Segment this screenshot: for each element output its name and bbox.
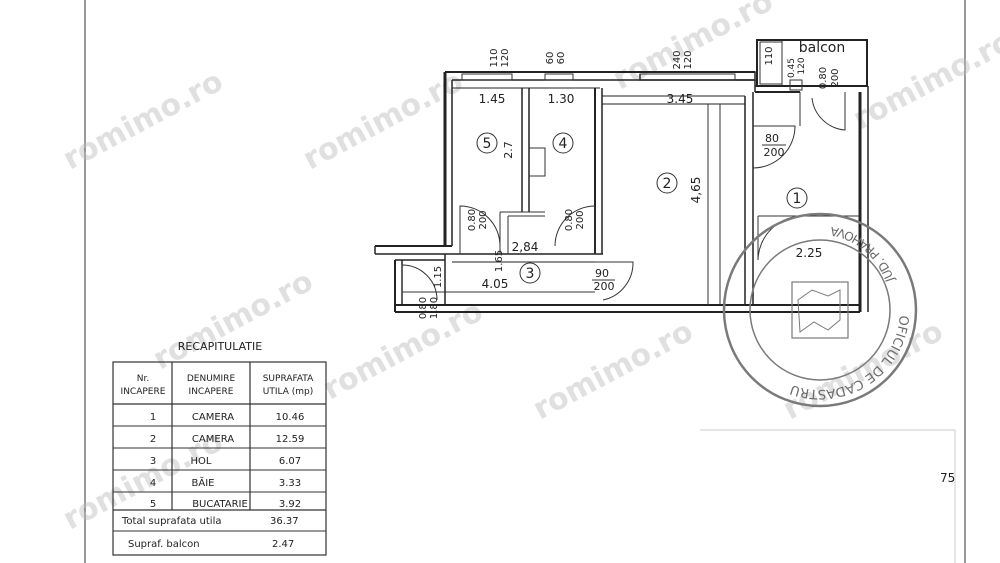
door-swing-room1 [752,125,796,169]
svg-text:120: 120 [500,48,511,67]
table-cell: BUCATARIE [192,499,248,510]
watermark-text: romimo.ro [607,0,778,97]
table-balcony-value: 2.47 [272,539,294,550]
watermark-text: romimo.ro [317,294,488,407]
table-cell: CAMERA [192,412,234,423]
table-total-label: Total suprafata utila [121,516,222,527]
door-swing-entry [401,264,438,301]
dimension-label: 1.45 [479,92,506,106]
page-frame-corner: 75 [700,429,956,563]
svg-text:1.80: 1.80 [429,297,440,319]
table-header: Nr. [137,374,149,384]
svg-text:200: 200 [830,68,841,87]
dimension-label: 2.7 [502,141,515,159]
table-header: DENUMIRE [187,374,236,384]
svg-text:0.80: 0.80 [418,297,429,319]
table-cell: 12.59 [276,434,305,445]
door-swing-room5 [459,205,501,254]
watermark-text: romimo.ro [297,64,468,177]
room-number-4: 4 [559,136,568,152]
dimension-label: 2.25 [796,246,823,260]
watermark-text: romimo.ro [847,24,1000,137]
dimension-label: 2,84 [512,240,539,254]
dimension-label: 0.45 [787,58,797,78]
table-balcony-label: Supraf. balcon [128,539,200,550]
door-swing-room4 [554,205,596,254]
table-cell: 3 [150,456,156,467]
svg-text:60: 60 [545,52,556,65]
table-header: INCAPERE [189,387,234,397]
svg-text:200: 200 [575,210,586,229]
svg-text:0.80: 0.80 [564,209,575,231]
table-header: UTILA (mp) [263,387,313,397]
watermark-text: romimo.ro [57,64,228,177]
svg-text:110: 110 [489,48,500,67]
watermark-text: romimo.ro [777,314,948,427]
svg-text:0.80: 0.80 [467,209,478,231]
watermark-text: romimo.ro [527,314,698,427]
table-cell: 4 [150,478,156,489]
dimension-label: 3.45 [667,92,694,106]
svg-text:120: 120 [797,57,807,74]
room-number-1: 1 [793,191,802,207]
table-cell: 10.46 [276,412,305,423]
door-swing-balcony [811,92,846,131]
dimension-label: 1.30 [548,92,575,106]
table-cell: 5 [150,499,156,510]
room-numbers: 1 2 3 4 5 [476,132,808,284]
table-cell: BĂIE [192,476,215,489]
svg-text:90: 90 [595,267,609,280]
svg-text:240: 240 [672,50,683,69]
table-cell: 6.07 [279,456,301,467]
interior-walls [402,87,801,305]
balcony-label: balcon [799,40,846,56]
summary-table: RECAPITULATIE Nr. INCAPERE DENUMIRE INCA… [112,340,327,556]
exterior-walls [374,39,869,313]
room-number-2: 2 [663,176,672,192]
door-size-labels: 80 200 90 200 0.80 200 0.80 200 0.80 200… [418,67,841,319]
table-header: INCAPERE [121,387,166,397]
table-title: RECAPITULATIE [178,340,262,353]
watermark-text: romimo.ro [147,264,318,377]
svg-text:0.80: 0.80 [818,67,829,89]
table-total-value: 36.37 [270,516,299,527]
table-cell: 1 [150,412,156,423]
dimension-label: 1.65 [494,250,505,272]
dimension-label: 4.05 [482,277,509,291]
door-swings [401,92,860,301]
dimension-label: 4,65 [689,177,703,204]
dimension-label: 1.15 [433,266,444,288]
svg-text:200: 200 [594,280,615,293]
dimension-labels: 1.45 1.30 3.45 2.7 4,65 2,84 1.65 4.05 1… [433,58,822,291]
svg-text:200: 200 [764,146,785,159]
wall-opening-labels: 110 120 60 60 240 120 110 120 [489,46,807,74]
svg-text:200: 200 [478,210,489,229]
room-number-5: 5 [483,136,492,152]
svg-text:60: 60 [556,52,567,65]
room-number-3: 3 [526,266,535,282]
table-cell: HOL [191,456,212,467]
svg-text:80: 80 [765,132,779,145]
table-cell: 3.33 [279,478,301,489]
svg-text:120: 120 [683,50,694,69]
table-cell: 3.92 [279,499,301,510]
table-cell: 2 [150,434,156,445]
svg-text:110: 110 [764,46,775,65]
table-cell: CAMERA [192,434,234,445]
page-mark: 75 [940,471,955,485]
door-swing-hall [595,261,634,301]
table-header: SUPRAFATA [263,374,314,384]
